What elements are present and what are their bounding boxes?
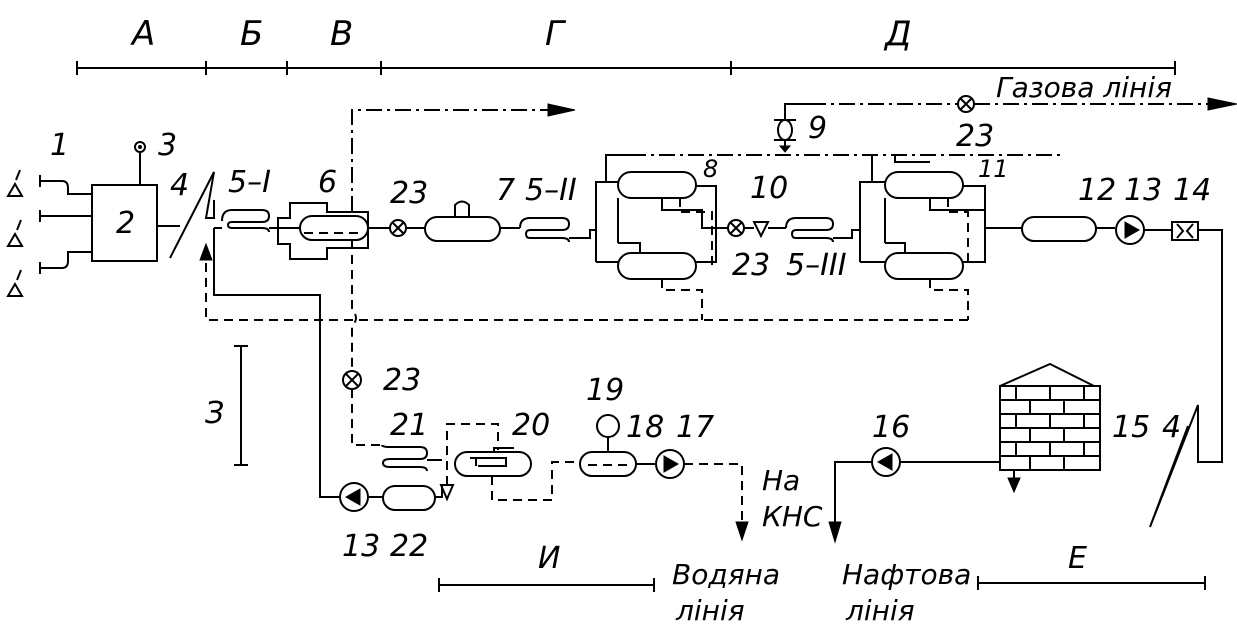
oil-line-label-2: лінія <box>845 594 915 627</box>
gas-line-label: Газова лінія <box>996 71 1172 104</box>
label-4-bottom: 4 <box>1162 410 1181 445</box>
water-line-label-1: Водяна <box>672 558 780 591</box>
label-7: 7 <box>496 173 515 208</box>
label-23-b: 23 <box>732 248 770 283</box>
pump-13-bottom <box>339 482 369 512</box>
heat-exchanger-21 <box>381 444 429 472</box>
label-5-1: 5–I <box>228 165 271 200</box>
label-20: 20 <box>512 408 550 443</box>
water-line-label-2: лінія <box>675 594 745 627</box>
label-10: 10 <box>750 171 788 206</box>
valve-23-a <box>389 219 407 237</box>
label-11: 11 <box>978 155 1009 183</box>
zone-label-a: А <box>130 14 155 54</box>
label-23-gas: 23 <box>956 119 994 154</box>
zone-label-v: В <box>330 14 353 54</box>
wells <box>6 169 92 297</box>
label-13-bottom: 13 <box>342 529 380 564</box>
label-5-2: 5–II <box>525 173 577 208</box>
label-19: 19 <box>586 373 624 408</box>
heat-exchanger-5-2 <box>519 217 571 243</box>
zone-label-z: З <box>205 396 224 431</box>
label-6: 6 <box>318 165 337 200</box>
label-4-top: 4 <box>170 168 189 203</box>
zone-label-b: Б <box>240 14 263 54</box>
heat-exchanger-5-3 <box>785 217 835 243</box>
label-9: 9 <box>808 111 827 146</box>
label-5-3: 5–III <box>786 248 847 283</box>
zone-scale-e <box>977 576 1206 590</box>
valve-23-b <box>727 219 745 237</box>
gas-regulator-9 <box>774 119 796 153</box>
separator-6 <box>277 202 369 260</box>
pressure-gauge-icon <box>134 141 146 153</box>
valve-23-c <box>342 370 362 390</box>
pump-13-top <box>1115 215 1145 245</box>
pump-16 <box>871 447 901 477</box>
instrument-19-icon <box>596 414 620 438</box>
zone-label-i: И <box>538 541 560 576</box>
label-8: 8 <box>703 155 718 183</box>
zone-scale-z <box>234 345 248 466</box>
kns-label-1: На <box>762 464 800 497</box>
label-23-c: 23 <box>383 363 421 398</box>
label-12: 12 <box>1078 173 1116 208</box>
zone-label-e: Е <box>1068 541 1087 576</box>
treater-20 <box>454 447 532 477</box>
zone-label-d: Д <box>883 14 912 54</box>
label-16: 16 <box>872 410 910 445</box>
settler-group-8 <box>595 154 718 320</box>
metering-unit-2 <box>91 184 158 262</box>
label-1: 1 <box>50 128 69 163</box>
settler-group-11 <box>859 155 1022 320</box>
storage-tank-15 <box>999 362 1101 494</box>
label-21: 21 <box>390 408 428 443</box>
label-15: 15 <box>1112 410 1150 445</box>
oil-line-label-1: Нафтова <box>842 558 971 591</box>
label-23-a: 23 <box>390 176 428 211</box>
tank-22 <box>382 485 436 511</box>
check-valve-10 <box>752 221 770 239</box>
label-18: 18 <box>626 410 664 445</box>
label-14: 14 <box>1173 173 1211 208</box>
label-13-top: 13 <box>1124 173 1162 208</box>
valve-23-gas <box>957 95 975 113</box>
zone-label-g: Г <box>545 14 567 54</box>
zone-scale-i <box>438 578 655 592</box>
filter-14 <box>1171 221 1199 241</box>
tank-7 <box>424 216 501 242</box>
kns-label-2: КНС <box>762 500 823 533</box>
tank-12 <box>1021 216 1097 242</box>
pump-17 <box>655 449 685 479</box>
pipeline-4-top <box>157 171 215 259</box>
label-22: 22 <box>390 529 428 564</box>
label-2: 2 <box>116 206 135 241</box>
label-3: 3 <box>158 128 177 163</box>
zone-scale-top <box>76 61 1176 75</box>
heat-exchanger-5-1 <box>221 209 271 233</box>
label-17: 17 <box>676 410 714 445</box>
